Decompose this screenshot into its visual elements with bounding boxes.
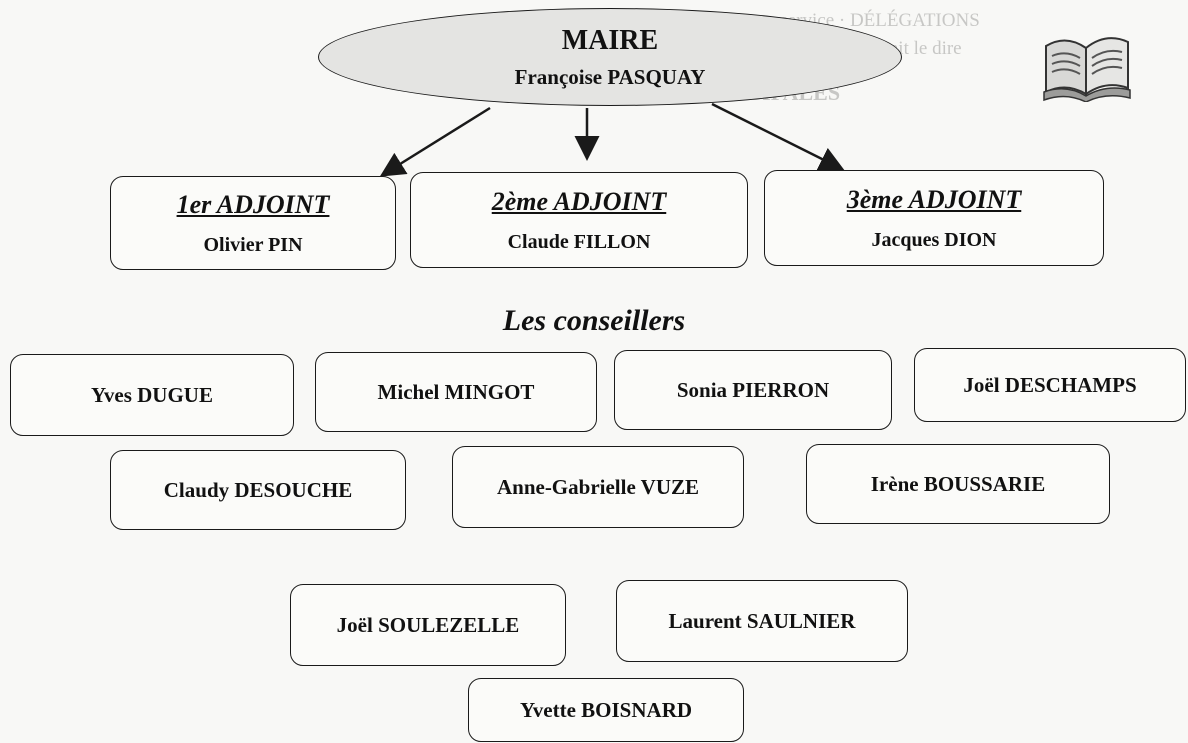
conseiller-box: Laurent SAULNIER xyxy=(616,580,908,662)
adjoint-box-3: 3ème ADJOINT Jacques DION xyxy=(764,170,1104,266)
adjoint-box-2: 2ème ADJOINT Claude FILLON xyxy=(410,172,748,268)
arrow-to-1er-adjoint xyxy=(379,106,491,177)
conseiller-box: Anne-Gabrielle VUZE xyxy=(452,446,744,528)
conseiller-box: Sonia PIERRON xyxy=(614,350,892,430)
conseiller-box: Joël DESCHAMPS xyxy=(914,348,1186,422)
adjoint-role: 3ème ADJOINT xyxy=(846,184,1022,214)
adjoint-name: Claude FILLON xyxy=(507,231,651,254)
conseiller-box: Yvette BOISNARD xyxy=(468,678,744,742)
conseiller-box: Joël SOULEZELLE xyxy=(290,584,566,666)
arrow-to-3eme-adjoint xyxy=(711,102,845,171)
conseiller-box: Michel MINGOT xyxy=(315,352,597,432)
section-title: Les conseillers xyxy=(502,304,686,337)
conseiller-box: Yves DUGUE xyxy=(10,354,294,436)
mayor-ellipse: MAIRE Françoise PASQUAY xyxy=(318,8,902,106)
conseiller-box: Irène BOUSSARIE xyxy=(806,444,1110,524)
adjoint-role: 2ème ADJOINT xyxy=(491,186,667,216)
adjoint-name: Olivier PIN xyxy=(203,234,303,257)
mayor-title: MAIRE xyxy=(561,24,659,56)
mayor-name: Françoise PASQUAY xyxy=(514,64,706,89)
adjoint-box-1: 1er ADJOINT Olivier PIN xyxy=(110,176,396,270)
conseiller-box: Claudy DESOUCHE xyxy=(110,450,406,530)
open-book-icon xyxy=(1043,37,1131,102)
adjoint-role: 1er ADJOINT xyxy=(176,189,330,219)
adjoint-name: Jacques DION xyxy=(871,229,997,252)
